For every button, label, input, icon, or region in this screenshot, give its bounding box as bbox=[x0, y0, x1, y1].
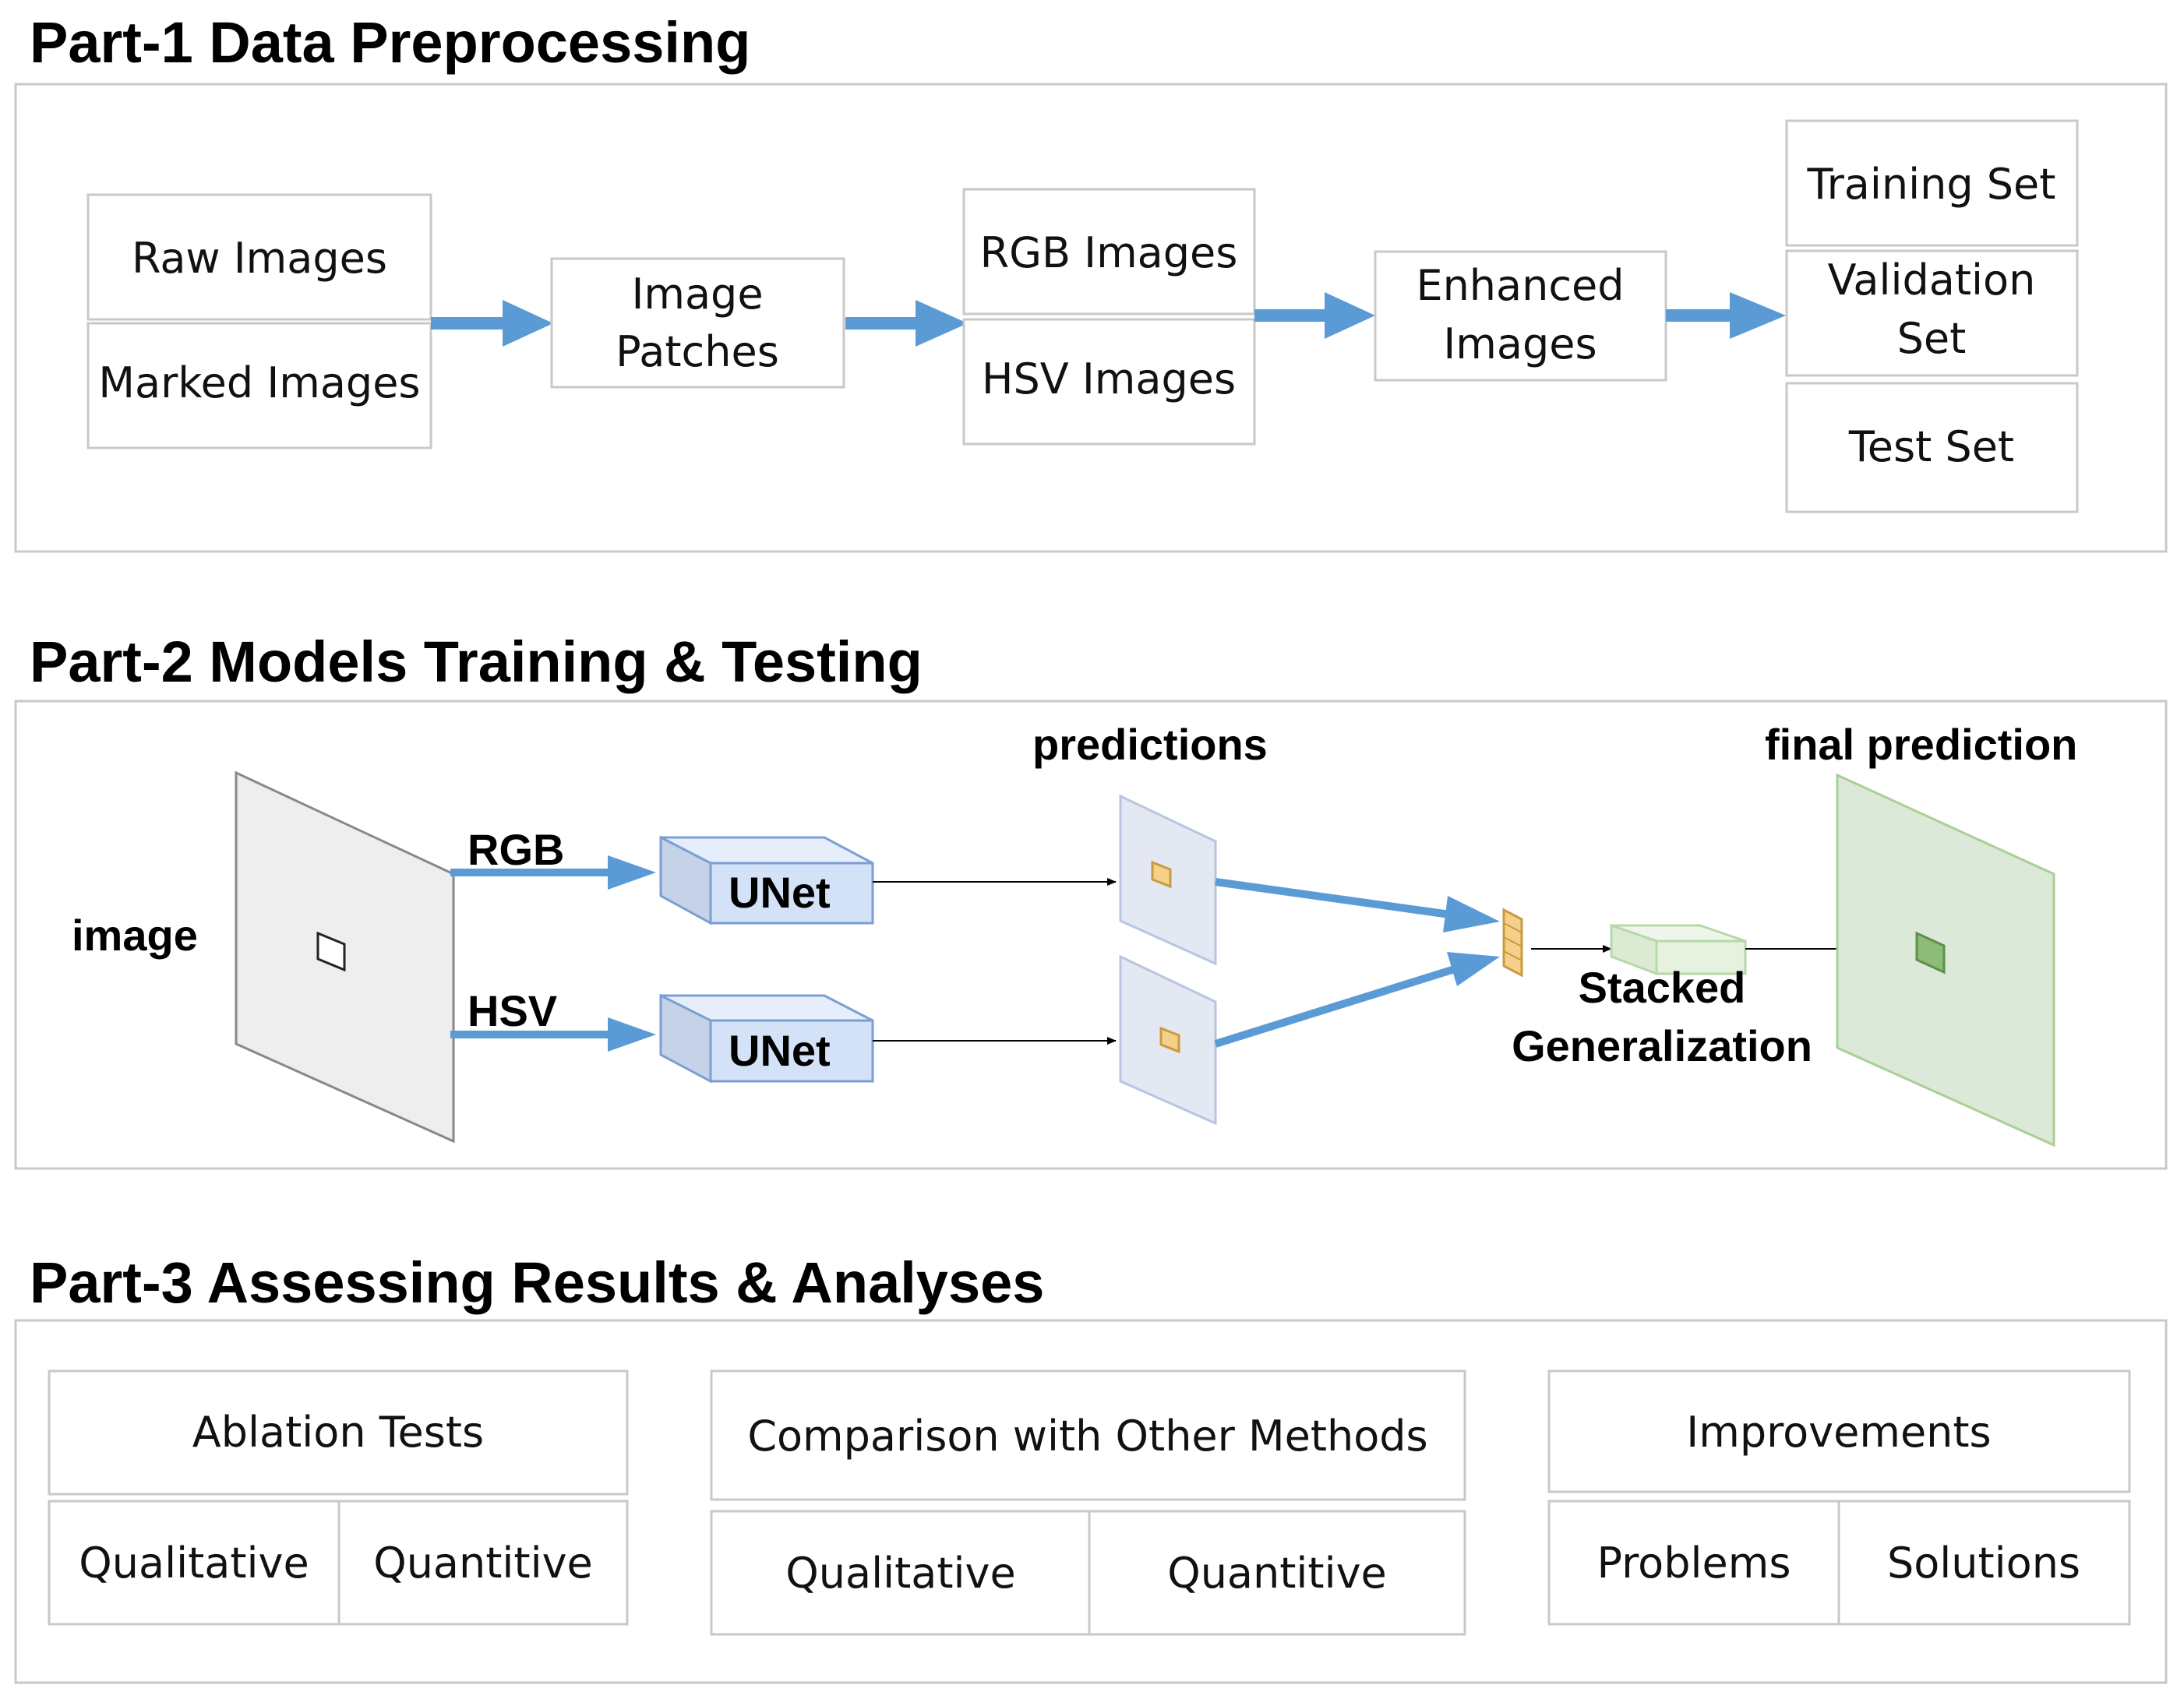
ablation-tests-header: Ablation Tests bbox=[192, 1408, 484, 1457]
prediction-plane-top bbox=[1119, 794, 1217, 966]
improvements-header: Improvements bbox=[1686, 1408, 1991, 1457]
enhanced-images-line2: Images bbox=[1443, 319, 1597, 368]
unet-top-label: UNet bbox=[729, 868, 831, 917]
enhanced-images-box: Enhanced Images bbox=[1374, 250, 1667, 382]
hsv-images-label: HSV Images bbox=[982, 354, 1236, 404]
enhanced-images-line1: Enhanced bbox=[1416, 261, 1624, 310]
comparison-quantitive: Quantitive bbox=[1167, 1549, 1387, 1598]
dataset-splits-box: Training Set Validation Set Test Set bbox=[1785, 119, 2079, 513]
rgb-images-label: RGB Images bbox=[980, 228, 1238, 277]
prediction-bottom-to-stack-arrow bbox=[1214, 952, 1500, 1048]
image-patches-box: Image Patches bbox=[550, 257, 845, 389]
stacked-label-line2: Generalization bbox=[1512, 1021, 1812, 1070]
unet-bottom-label: UNet bbox=[729, 1026, 831, 1075]
improvements-group: Improvements Problems Solutions bbox=[1547, 1369, 2131, 1626]
prediction-top-to-stack-arrow bbox=[1215, 878, 1500, 932]
rgb-branch-label: RGB bbox=[467, 825, 564, 874]
flow-arrow-3 bbox=[1254, 292, 1375, 339]
part3-title: Part-3 Assessing Results & Analyses bbox=[30, 1250, 1044, 1315]
marked-images-label: Marked Images bbox=[98, 358, 420, 407]
stacked-generalization-block bbox=[1610, 923, 1747, 976]
comparison-qualitative: Qualitative bbox=[785, 1549, 1015, 1598]
rgb-hsv-images-box: RGB Images HSV Images bbox=[962, 188, 1256, 446]
validation-set-line2: Set bbox=[1897, 314, 1967, 363]
hsv-branch-label: HSV bbox=[467, 986, 557, 1035]
ablation-quantitive: Quantitive bbox=[373, 1539, 593, 1588]
comparison-header: Comparison with Other Methods bbox=[747, 1412, 1427, 1461]
image-patches-line2: Patches bbox=[616, 327, 779, 376]
ablation-tests-group: Ablation Tests Qualitative Quantitive bbox=[48, 1369, 629, 1626]
image-label: image bbox=[72, 911, 198, 960]
input-image-plane bbox=[235, 770, 455, 1144]
predictions-label: predictions bbox=[1032, 720, 1268, 769]
comparison-group: Comparison with Other Methods Qualitativ… bbox=[710, 1369, 1466, 1636]
raw-marked-images-box: Raw Images Marked Images bbox=[86, 193, 432, 449]
stacked-label-line1: Stacked bbox=[1579, 963, 1746, 1012]
training-set-label: Training Set bbox=[1807, 160, 2056, 209]
part2-title: Part-2 Models Training & Testing bbox=[30, 629, 923, 694]
rgb-input-arrow bbox=[450, 855, 656, 890]
stacked-feature-vector bbox=[1502, 908, 1523, 978]
flow-arrow-1 bbox=[431, 300, 553, 347]
ablation-qualitative: Qualitative bbox=[79, 1539, 309, 1588]
final-prediction-plane bbox=[1836, 773, 2055, 1147]
unet-block-top: UNet bbox=[659, 835, 874, 925]
prediction-plane-bottom bbox=[1119, 954, 1217, 1126]
hsv-input-arrow bbox=[450, 1017, 656, 1052]
image-patches-line1: Image bbox=[631, 270, 763, 319]
flow-arrow-2 bbox=[845, 300, 968, 347]
unet-block-bottom: UNet bbox=[659, 993, 874, 1084]
improvements-solutions: Solutions bbox=[1887, 1539, 2080, 1588]
improvements-problems: Problems bbox=[1597, 1539, 1791, 1588]
validation-set-line1: Validation bbox=[1828, 256, 2036, 305]
final-prediction-label: final prediction bbox=[1765, 720, 2077, 769]
part1-title: Part-1 Data Preprocessing bbox=[30, 10, 750, 75]
flow-arrow-4 bbox=[1666, 292, 1786, 339]
test-set-label: Test Set bbox=[1848, 422, 2014, 471]
raw-images-label: Raw Images bbox=[132, 234, 387, 283]
